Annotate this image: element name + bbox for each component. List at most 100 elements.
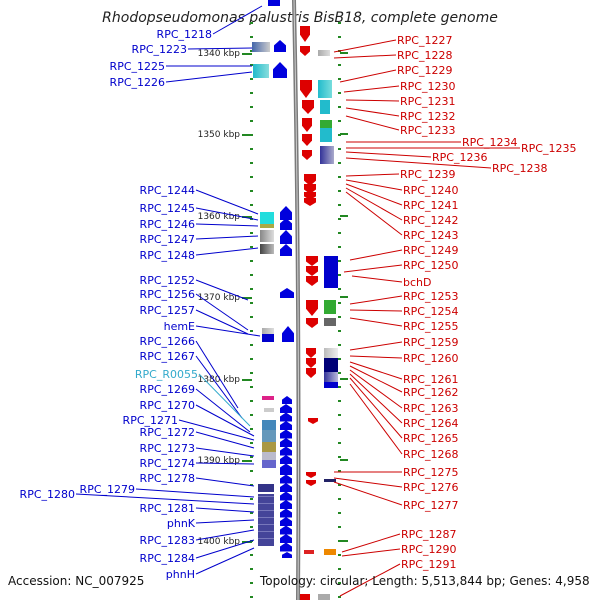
tick-dot-right (338, 428, 341, 430)
scale-tick (242, 379, 252, 381)
gene-divider (258, 531, 274, 532)
tick-dot-right (338, 218, 341, 220)
gene-feature (262, 334, 274, 342)
tick-dot-right (338, 246, 341, 248)
leader-line (333, 481, 403, 506)
gene-label-RPC_1254: RPC_1254 (403, 305, 458, 318)
scale-tick (340, 378, 348, 380)
gene-label-RPC_1223: RPC_1223 (132, 43, 187, 56)
gene-feature-forward (282, 396, 292, 404)
tick-dot-right (338, 330, 341, 332)
gene-feature (304, 550, 314, 554)
leader-line (345, 99, 400, 102)
gene-label-RPC_1264: RPC_1264 (403, 417, 458, 430)
tick-dot-left (250, 596, 253, 598)
gene-feature-forward (280, 500, 292, 509)
gene-label-RPC_1236: RPC_1236 (432, 151, 487, 164)
gene-label-RPC_1271: RPC_1271 (123, 414, 178, 427)
scale-tick (340, 133, 348, 135)
gene-feature-forward (280, 474, 292, 484)
gene-feature-forward (280, 429, 292, 439)
gene-feature-forward (282, 552, 292, 558)
gene-divider (258, 538, 274, 539)
gene-feature-reverse (306, 266, 318, 276)
gene-label-RPC_1291: RPC_1291 (401, 558, 456, 571)
leader-line (195, 462, 255, 465)
gene-feature (318, 594, 330, 600)
leader-line (195, 355, 243, 419)
tick-dot-left (250, 274, 253, 276)
leader-line (341, 548, 401, 557)
accession-label: Accession: NC_007925 (8, 574, 145, 588)
gene-label-RPC_1227: RPC_1227 (397, 34, 452, 47)
gene-feature-forward (280, 288, 294, 298)
gene-feature-forward (280, 438, 292, 447)
gene-label-RPC_1275: RPC_1275 (403, 466, 458, 479)
scale-tick (242, 297, 252, 299)
leader-line (195, 447, 255, 457)
gene-feature-forward (274, 40, 286, 52)
tick-dot-left (250, 64, 253, 66)
leader-line (349, 317, 403, 327)
gene-label-RPC_1235: RPC_1235 (521, 142, 576, 155)
gene-feature-reverse (306, 472, 316, 478)
gene-feature-reverse (306, 300, 318, 316)
tick-dot-right (338, 260, 341, 262)
scale-label: 1360 kbp (198, 212, 241, 222)
gene-label-RPC_1284: RPC_1284 (140, 552, 195, 565)
gene-feature-forward (280, 244, 292, 256)
tick-dot-right (338, 92, 341, 94)
leader-line (339, 69, 397, 83)
tick-dot-right (338, 400, 341, 402)
tick-dot-left (250, 554, 253, 556)
tick-dot-left (250, 162, 253, 164)
gene-label-RPC_1218: RPC_1218 (157, 28, 212, 41)
gene-label-RPC_1278: RPC_1278 (140, 472, 195, 485)
gene-feature-forward (280, 483, 292, 492)
gene-label-RPC_1259: RPC_1259 (403, 336, 458, 349)
leader-line (333, 39, 397, 53)
tick-dot-left (250, 456, 253, 458)
gene-feature (324, 382, 338, 388)
gene-label-bchD: bchD (403, 276, 431, 289)
tick-dot-left (250, 344, 253, 346)
tick-dot-right (338, 540, 341, 542)
gene-label-RPC_1290: RPC_1290 (401, 543, 456, 556)
gene-label-RPC_1250: RPC_1250 (403, 259, 458, 272)
gene-feature (260, 244, 274, 254)
tick-dot-right (338, 568, 341, 570)
gene-feature-forward (280, 491, 292, 501)
gene-label-RPC_1242: RPC_1242 (403, 214, 458, 227)
leader-line (195, 529, 255, 541)
leader-line (195, 247, 259, 256)
gene-label-RPC_1273: RPC_1273 (140, 442, 195, 455)
leader-line (349, 377, 403, 439)
leader-line (349, 355, 403, 359)
gene-feature (320, 128, 332, 142)
leader-line (195, 431, 255, 449)
gene-label-RPC_1279: RPC_1279 (80, 483, 135, 496)
gene-feature (262, 328, 274, 334)
gene-feature (320, 100, 330, 114)
gene-feature-reverse (302, 134, 312, 146)
gene-feature-reverse (306, 368, 316, 378)
tick-dot-right (338, 344, 341, 346)
leader-line (345, 191, 403, 236)
tick-dot-right (338, 134, 341, 136)
gene-feature (262, 452, 276, 462)
gene-divider (258, 517, 274, 518)
gene-feature-forward (282, 326, 294, 342)
scale-tick (242, 460, 252, 462)
gene-feature-forward (280, 542, 292, 552)
gene-label-RPC_1269: RPC_1269 (140, 383, 195, 396)
gene-feature (324, 256, 338, 288)
leader-line (349, 295, 403, 305)
leader-line (345, 157, 492, 169)
tick-dot-right (338, 232, 341, 234)
gene-label-RPC_1252: RPC_1252 (140, 274, 195, 287)
gene-label-phnH: phnH (166, 568, 195, 581)
gene-feature (324, 372, 338, 384)
leader-line (345, 151, 432, 158)
